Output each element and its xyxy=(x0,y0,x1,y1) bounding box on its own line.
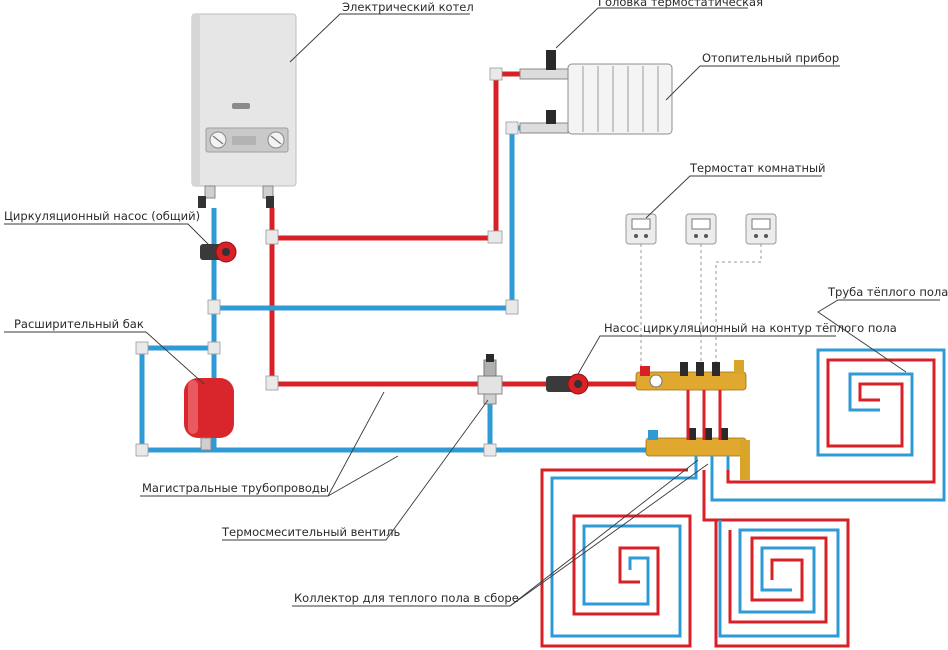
radiator xyxy=(519,50,673,135)
label-radiator: Отопительный прибор xyxy=(702,51,839,65)
label-main-pump: Циркуляционный насос (общий) xyxy=(4,209,200,223)
label-thermo-head: Головка термостатическая xyxy=(598,0,763,9)
labels: Электрический котел Головка термостатиче… xyxy=(4,0,948,605)
expansion-tank xyxy=(184,378,234,451)
thermostat-icon xyxy=(745,213,777,245)
label-manifold: Коллектор для теплого пола в сборе xyxy=(294,591,519,605)
label-floor-pipe: Труба тёплого пола xyxy=(827,285,948,299)
label-expansion-tank: Расширительный бак xyxy=(14,317,144,331)
pipe-fittings xyxy=(135,67,519,457)
label-mixing-valve: Термосмесительный вентиль xyxy=(221,525,401,539)
thermostatic-head-icon xyxy=(546,50,556,70)
thermo-mixing-valve xyxy=(477,354,503,405)
thermostat-icon xyxy=(625,213,657,245)
thermostat-icon xyxy=(685,213,717,245)
electric-boiler xyxy=(191,13,297,208)
label-room-thermostat: Термостат комнатный xyxy=(689,161,826,175)
floor-heating-manifold xyxy=(635,360,750,480)
label-floor-pump: Насос циркуляционный на контур тёплого п… xyxy=(604,321,897,335)
leader-lines xyxy=(4,7,940,607)
floor-heating-loops xyxy=(540,348,946,648)
room-thermostats xyxy=(625,213,777,370)
label-main-pipes: Магистральные трубопроводы xyxy=(142,481,329,495)
label-boiler: Электрический котел xyxy=(342,0,474,14)
floor-circulation-pump-icon xyxy=(546,373,589,395)
main-circulation-pump-icon xyxy=(200,241,237,263)
